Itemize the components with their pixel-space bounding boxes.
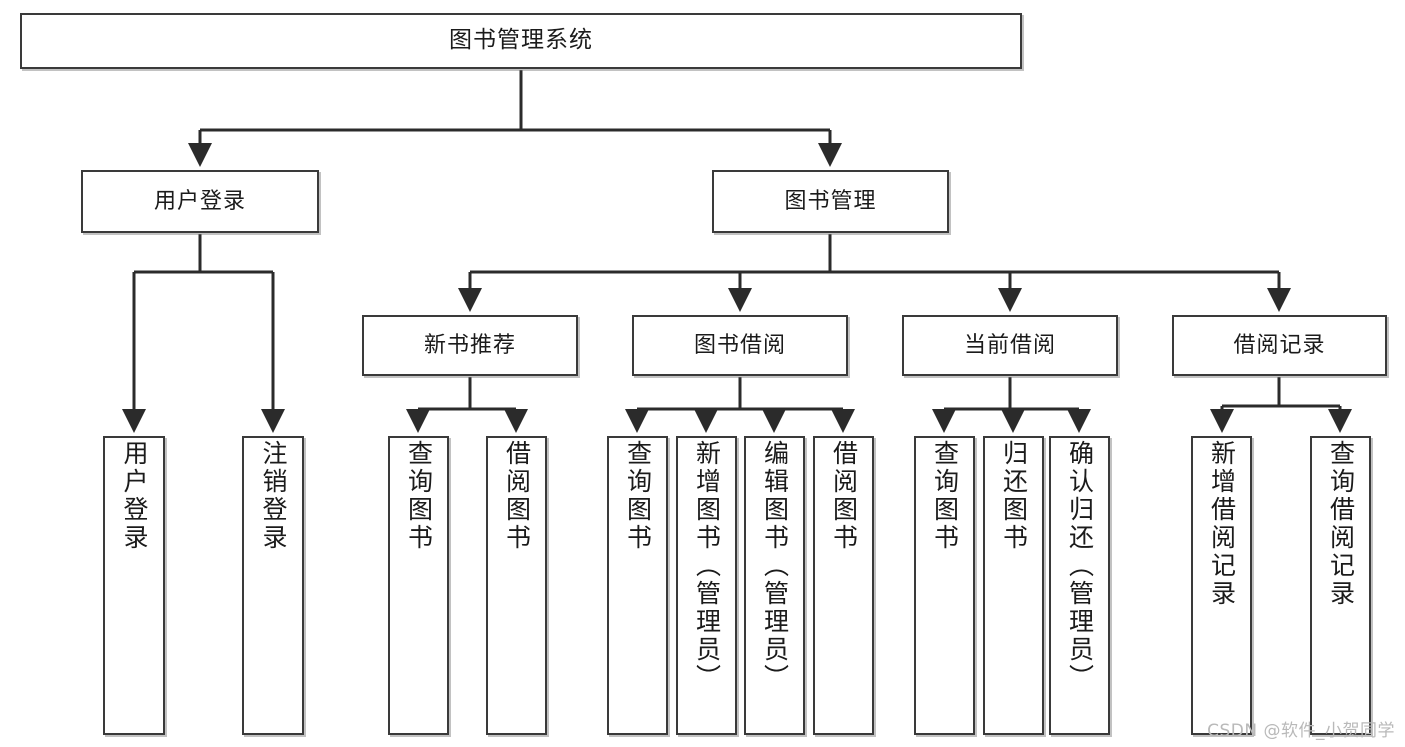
- leaf-edit-book-label: 编辑图书（管理员）: [760, 440, 790, 692]
- leaf-borrow-book-2-label: 借阅图书: [829, 440, 859, 552]
- node-current-borrow-label: 当前借阅: [963, 332, 1056, 358]
- leaf-query-book-3[interactable]: 查询图书: [914, 436, 975, 735]
- node-book-manage-label: 图书管理: [784, 188, 877, 214]
- leaf-query-book-2-label: 查询图书: [623, 440, 653, 552]
- leaf-borrow-book-1[interactable]: 借阅图书: [486, 436, 547, 735]
- node-borrow-record[interactable]: 借阅记录: [1172, 315, 1387, 376]
- leaf-add-book-label: 新增图书（管理员）: [692, 440, 722, 692]
- leaf-query-borrow-record-label: 查询借阅记录: [1326, 440, 1356, 608]
- node-book-manage[interactable]: 图书管理: [712, 170, 949, 233]
- leaf-query-book-3-label: 查询图书: [930, 440, 960, 552]
- node-borrow-record-label: 借阅记录: [1233, 332, 1326, 358]
- leaf-query-borrow-record[interactable]: 查询借阅记录: [1310, 436, 1371, 735]
- leaf-return-book-label: 归还图书: [999, 440, 1029, 552]
- node-new-book-recommend-label: 新书推荐: [423, 332, 516, 358]
- leaf-confirm-return[interactable]: 确认归还（管理员）: [1049, 436, 1110, 735]
- node-user-login-label: 用户登录: [153, 188, 246, 214]
- leaf-logout-login-label: 注销登录: [259, 440, 288, 552]
- leaf-add-borrow-record-label: 新增借阅记录: [1207, 440, 1237, 608]
- leaf-query-book-1-label: 查询图书: [404, 440, 434, 552]
- leaf-logout-login[interactable]: 注销登录: [242, 436, 304, 735]
- leaf-borrow-book-2[interactable]: 借阅图书: [813, 436, 874, 735]
- leaf-edit-book[interactable]: 编辑图书（管理员）: [744, 436, 805, 735]
- node-new-book-recommend[interactable]: 新书推荐: [362, 315, 578, 376]
- leaf-add-borrow-record[interactable]: 新增借阅记录: [1191, 436, 1252, 735]
- watermark-text: CSDN @软件_小贺同学: [1207, 721, 1395, 741]
- leaf-query-book-1[interactable]: 查询图书: [388, 436, 449, 735]
- leaf-confirm-return-label: 确认归还（管理员）: [1065, 440, 1095, 692]
- node-user-login[interactable]: 用户登录: [81, 170, 319, 233]
- node-root-label: 图书管理系统: [449, 27, 593, 54]
- node-root[interactable]: 图书管理系统: [20, 13, 1022, 69]
- leaf-user-login[interactable]: 用户登录: [103, 436, 165, 735]
- node-current-borrow[interactable]: 当前借阅: [902, 315, 1118, 376]
- node-book-borrow[interactable]: 图书借阅: [632, 315, 848, 376]
- leaf-user-login-label: 用户登录: [120, 440, 149, 552]
- leaf-query-book-2[interactable]: 查询图书: [607, 436, 668, 735]
- leaf-add-book[interactable]: 新增图书（管理员）: [676, 436, 737, 735]
- leaf-return-book[interactable]: 归还图书: [983, 436, 1044, 735]
- leaf-borrow-book-1-label: 借阅图书: [502, 440, 532, 552]
- node-book-borrow-label: 图书借阅: [693, 332, 786, 358]
